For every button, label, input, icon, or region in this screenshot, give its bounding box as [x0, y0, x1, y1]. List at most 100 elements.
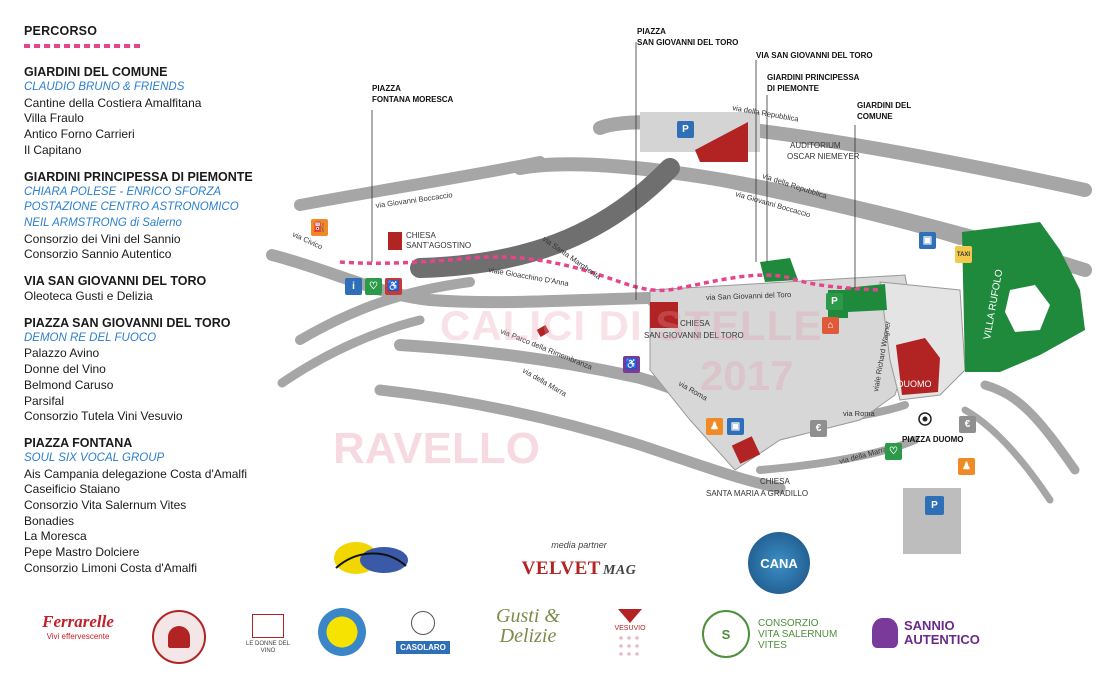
- legend-exhibitor: Oleoteca Gusti e Delizia: [24, 289, 153, 304]
- legend-exhibitor: Caseificio Staiano: [24, 482, 121, 497]
- home-icon[interactable]: ⌂: [822, 317, 839, 334]
- label-chiesa-sant-agostino: CHIESA SANT'AGOSTINO: [406, 231, 471, 250]
- road-dark-curve: [410, 158, 680, 278]
- callout-lines: [371, 42, 856, 300]
- donne-del-vino-mark: [252, 613, 284, 638]
- ferrarelle-logo: Ferrarelle Vivi effervescente: [42, 612, 114, 641]
- parking-icon-south[interactable]: P: [925, 496, 944, 515]
- legend-section-heading: GIARDINI PRINCIPESSA DI PIEMONTE: [24, 169, 253, 184]
- label-chiesa-san-giovanni: CHIESA SAN GIOVANNI DEL TORO: [644, 319, 744, 340]
- legend-exhibitor: Belmond Caruso: [24, 377, 114, 392]
- legend-exhibitor: Pepe Mastro Dolciere: [24, 545, 140, 560]
- donne-del-vino-logo: LE DONNE DEL VINO: [240, 606, 296, 662]
- legend-exhibitor: Il Capitano: [24, 142, 82, 157]
- church-sant-agostino[interactable]: [388, 232, 402, 250]
- road-label-roma-2: via Roma: [843, 409, 876, 418]
- wheelchair-icon[interactable]: ♿: [385, 278, 402, 295]
- legend-exhibitor: Bonadies: [24, 513, 75, 528]
- road-boccaccio-2: [685, 170, 965, 245]
- media-partner-label: media partner: [551, 540, 607, 550]
- toilet-icon-east[interactable]: ♟: [958, 458, 975, 475]
- legend-exhibitor: Consorzio Sannio Autentico: [24, 247, 172, 262]
- road-west-2: [295, 277, 475, 345]
- limoni-costa-amalfi-logo: [318, 608, 366, 656]
- auditorium-roof[interactable]: [695, 122, 748, 162]
- watermark-year: 2017: [700, 352, 794, 399]
- legend-sections: GIARDINI DEL COMUNE CLAUDIO BRUNO & FRIEN…: [24, 64, 324, 577]
- piazza-duomo-marker-dot: [922, 416, 928, 422]
- road-label-san-giovanni: via San Giovanni del Toro: [706, 290, 792, 302]
- info-icon[interactable]: i: [345, 278, 362, 295]
- event-route: [339, 255, 881, 293]
- fuel-icon[interactable]: ⛽: [311, 219, 328, 236]
- legend-section-heading: PIAZZA SAN GIOVANNI DEL TORO: [24, 315, 231, 330]
- garden-principessa-piemonte[interactable]: [760, 258, 798, 282]
- duomo-building[interactable]: [896, 338, 940, 395]
- road-west-3: [277, 315, 425, 388]
- vesuvio-grapes: [617, 633, 643, 660]
- church-san-giovanni-del-toro[interactable]: [650, 302, 678, 328]
- bonadies-seal-figure: [168, 626, 190, 648]
- legend-exhibitor: Villa Fraulo: [24, 111, 84, 126]
- label-duomo: DUOMO: [897, 379, 932, 389]
- label-chiesa-santa-maria: CHIESA SANTA MARIA A GRADILLO: [706, 477, 808, 498]
- heart-icon-duomo[interactable]: ♡: [885, 443, 902, 460]
- callout-piazza-duomo: PIAZZA DUOMO: [902, 435, 963, 444]
- euro-icon[interactable]: €: [810, 420, 827, 437]
- legend-section-heading: VIA SAN GIOVANNI DEL TORO: [24, 274, 207, 289]
- sannio-hand-icon: [872, 618, 898, 648]
- bus-icon[interactable]: ▣: [919, 232, 936, 249]
- legend-exhibitor: Consorzio Tutela Vini Vesuvio: [24, 409, 183, 424]
- accessibility-icon[interactable]: ♿: [623, 356, 640, 373]
- bus-icon-south[interactable]: ▣: [727, 418, 744, 435]
- legend-exhibitor: Parsifal: [24, 393, 65, 408]
- watermark-ravello: RAVELLO: [333, 424, 540, 473]
- legend-performer: CHIARA POLESE - ENRICO SFORZA: [24, 185, 222, 198]
- legend-panel: PERCORSO GIARDINI DEL COMUNE CLAUDIO BRUN…: [24, 24, 324, 587]
- heart-icon[interactable]: ♡: [365, 278, 382, 295]
- label-auditorium: AUDITORIUM OSCAR NIEMEYER: [787, 141, 860, 161]
- callout-via-san-giovanni: VIA SAN GIOVANNI DEL TORO: [756, 51, 873, 60]
- vesuvio-logo: VESUVIO: [600, 604, 660, 664]
- road-east-2: [961, 406, 1054, 504]
- legend-performer: NEIL ARMSTRONG di Salerno: [24, 216, 182, 229]
- casolaro-logo: CASOLARO: [392, 600, 454, 664]
- route-dash-sample: [24, 44, 140, 48]
- cana-logo: CANA: [748, 532, 810, 594]
- church-santa-maria-a-gradillo[interactable]: [731, 436, 761, 464]
- road-boccaccio: [294, 156, 546, 211]
- parking-icon[interactable]: P: [677, 121, 694, 138]
- vesuvio-mark: [618, 608, 642, 623]
- small-red-mark: [536, 325, 550, 337]
- callout-giardini-principessa: GIARDINI PRINCIPESSA DI PIEMONTE: [767, 73, 861, 93]
- bonadies-seal-logo: [152, 610, 206, 664]
- legend-title: PERCORSO: [24, 24, 98, 38]
- watermark-calici: CALICI DI STELLE: [440, 302, 823, 349]
- legend-exhibitor: Palazzo Avino: [24, 346, 100, 361]
- legend-exhibitor: Consorzio Limoni Costa d'Amalfi: [24, 560, 198, 575]
- callout-piazza-fontana-moresca: PIAZZA FONTANA MORESCA: [372, 84, 454, 104]
- legend-performer: CLAUDIO BRUNO & FRIENDS: [24, 81, 185, 93]
- callout-piazza-san-giovanni: PIAZZA SAN GIOVANNI DEL TORO: [637, 27, 738, 47]
- legend-section-heading: PIAZZA FONTANA: [24, 435, 133, 450]
- legend-exhibitor: Consorzio dei Vini del Sannio: [24, 231, 181, 246]
- toilet-icon[interactable]: ♟: [706, 418, 723, 435]
- euro-icon-east[interactable]: €: [959, 416, 976, 433]
- road-east-1: [980, 380, 1080, 475]
- legend-exhibitor: Ais Campania delegazione Costa d'Amalfi: [24, 466, 248, 481]
- road-label-marra-1: via della Marra: [521, 366, 569, 399]
- legend-performer: DEMON RE DEL FUOCO: [24, 331, 157, 344]
- callout-giardini-comune: GIARDINI DEL COMUNE: [857, 101, 913, 121]
- gusti-delizie-logo: Gusti & Delizie: [496, 605, 560, 647]
- parking-icon-green[interactable]: P: [826, 293, 843, 310]
- legend-section-heading: GIARDINI DEL COMUNE: [24, 65, 168, 79]
- taxi-icon[interactable]: TAXI: [955, 246, 972, 263]
- legend-exhibitor: Cantine della Costiera Amalfitana: [24, 95, 202, 110]
